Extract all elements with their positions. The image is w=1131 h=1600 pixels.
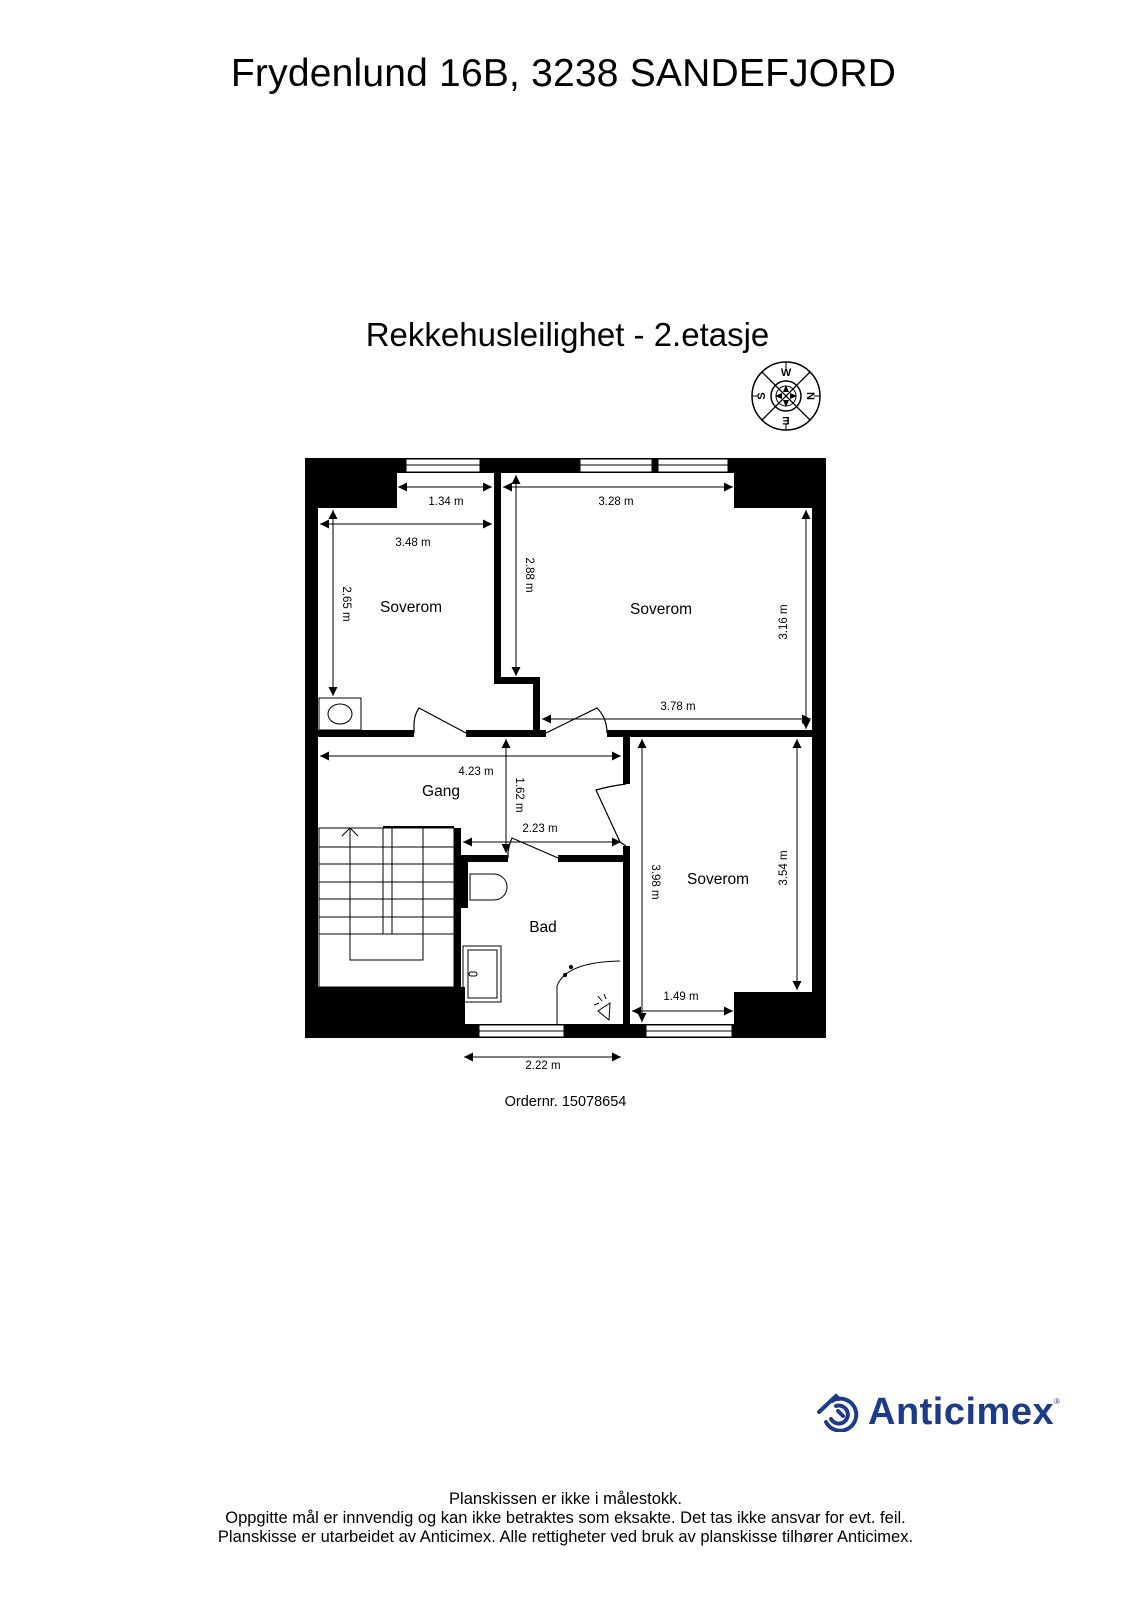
windows [405,458,733,1038]
dimensions [320,475,811,1062]
shower-curve [556,960,621,1024]
room-label-bedroom-2: Soverom [630,601,692,618]
anticimex-logo-text: Anticimex [868,1390,1055,1433]
compass-label-left: S [756,392,768,399]
dim-bedroom3-width: 1.49 m [663,991,698,1003]
dim-bedroom3-depth-right: 3.54 m [778,850,790,885]
compass-label-right: N [804,392,816,400]
sink-icon [462,945,502,1003]
fixtures [318,697,621,1024]
registered-mark: ® [1054,1397,1061,1406]
anticimex-logo-icon [817,1393,859,1432]
room-labels: Soverom Soverom Gang Soverom Bad [380,599,749,936]
dim-bathroom-exterior: 2.22 m [525,1060,560,1072]
toilet-icon [469,873,508,901]
room-label-bedroom-1: Soverom [380,599,442,616]
dim-bedroom1-width: 3.48 m [395,537,430,549]
dimension-labels: 1.34 m 3.48 m 2.65 m 3.28 m 2.88 m 3.16 … [340,496,790,1072]
dim-bedroom2-width-bottom: 3.78 m [660,701,695,713]
compass-label-bottom: E [782,414,789,426]
anticimex-logo: Anticimex ® [816,1389,1060,1435]
light-icon [593,993,611,1022]
dim-bedroom1-window: 1.34 m [428,496,463,508]
dim-hallway-lower: 2.23 m [522,823,557,835]
floor-subtitle: Rekkehusleilighet - 2.etasje [365,316,770,353]
disclaimer: Planskissen er ikke i målestokk. Oppgitt… [0,1490,1131,1547]
disclaimer-line-2: Oppgitte mål er innvendig og kan ikke be… [225,1509,906,1527]
room-label-bedroom-3: Soverom [687,871,749,888]
room-label-hallway: Gang [422,783,460,800]
page-title: Frydenlund 16B, 3238 SANDEFJORD [230,52,897,95]
compass-icon: W N E S [751,361,821,431]
dim-bedroom1-depth: 2.65 m [340,586,352,621]
dim-bedroom2-width-top: 3.28 m [598,496,633,508]
disclaimer-line-1: Planskissen er ikke i målestokk. [449,1490,682,1508]
dim-hallway-width: 4.23 m [458,766,493,778]
dim-bedroom3-depth-left: 3.98 m [649,864,661,899]
washer-icon [318,697,362,731]
dim-bedroom2-depth-left: 2.88 m [523,557,535,592]
staircase [318,826,455,988]
dim-hallway-depth: 1.62 m [513,777,525,812]
disclaimer-line-3: Planskisse er utarbeidet av Anticimex. A… [217,1528,914,1546]
room-label-bathroom: Bad [529,919,557,936]
order-number: Ordernr. 15078654 [504,1094,627,1110]
dim-bedroom2-depth-right: 3.16 m [778,604,790,639]
compass-label-top: W [781,367,792,379]
